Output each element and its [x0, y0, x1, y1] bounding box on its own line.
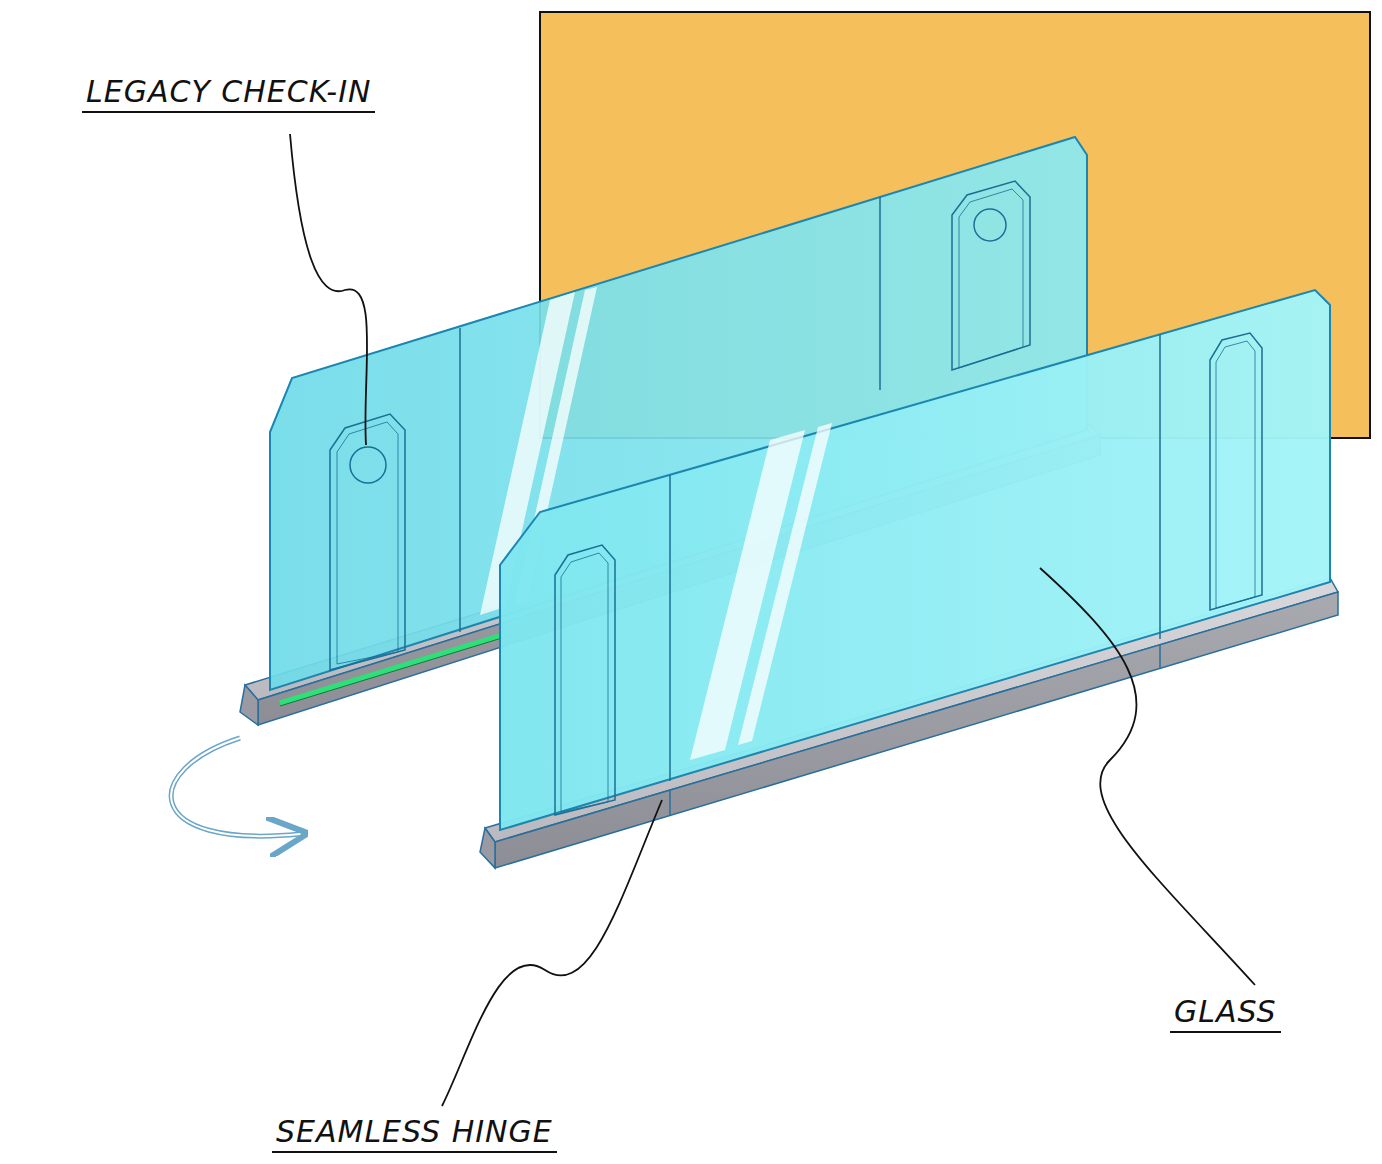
rotation-arrow — [171, 738, 300, 836]
leader-line — [442, 800, 662, 1106]
leader-line — [1040, 568, 1255, 985]
leader-line — [290, 134, 367, 445]
callout-label: LEGACY CHECK-IN — [82, 74, 375, 113]
front-glass-panel — [500, 290, 1330, 830]
callout-label: GLASS — [1170, 994, 1281, 1033]
callout-label: SEAMLESS HINGE — [272, 1114, 557, 1153]
rotation-arrow-inner — [171, 738, 300, 836]
